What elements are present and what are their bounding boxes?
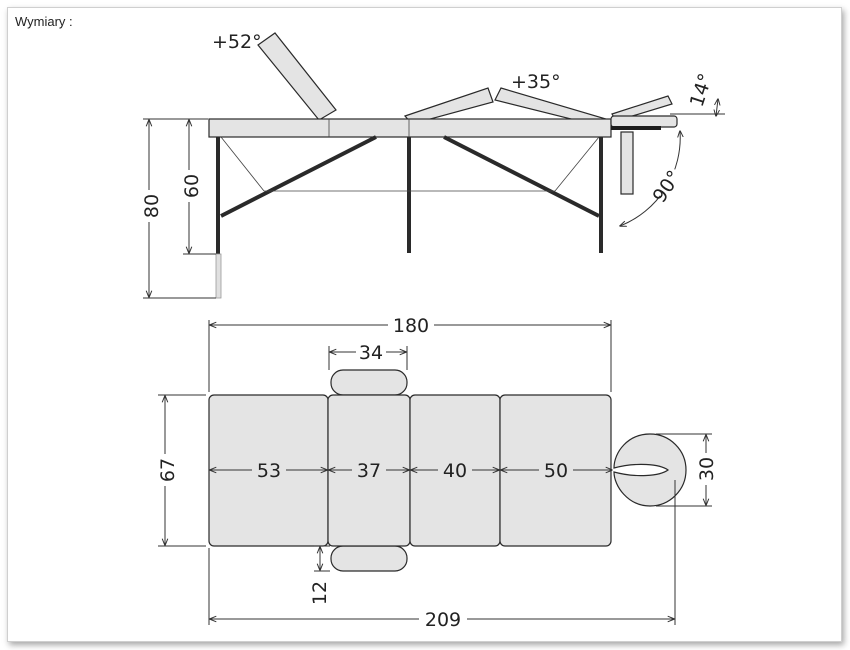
section-2-label: 37: [357, 460, 381, 482]
brace-right: [443, 135, 600, 218]
armrest-top: [330, 369, 408, 396]
section-3-label: 40: [443, 460, 467, 482]
face-cradle: [613, 433, 687, 507]
section-1-label: 53: [257, 460, 281, 482]
height-max-label: 80: [141, 194, 163, 218]
headrest-bar: [611, 126, 661, 130]
backrest-angle-label: +52°: [212, 31, 262, 53]
armrest-gap-label: 12: [309, 581, 331, 605]
headrest-stem: [620, 131, 634, 195]
headrest-arm-angle-label: 90°: [648, 167, 685, 207]
section-4-label: 50: [544, 460, 568, 482]
headrest-tilt-label: 14°: [686, 71, 717, 110]
armrest-bottom: [330, 545, 408, 572]
headrest-width-label: 30: [696, 457, 718, 481]
top-view: 180 34 53 37 40 50 67: [155, 314, 718, 631]
table-length-label: 180: [393, 315, 429, 337]
total-length-label: 209: [425, 609, 461, 631]
width-label: 67: [157, 458, 179, 482]
height-min-label: 60: [181, 174, 203, 198]
leg-section-angle-label: +35°: [511, 71, 561, 93]
armrest-width-label: 34: [359, 342, 383, 364]
leg-extension: [215, 253, 222, 299]
headrest-pad: [610, 115, 678, 128]
side-view: 80 60 +52° +35° 14° 90°: [140, 31, 725, 299]
brace-left: [220, 135, 377, 218]
page-heading: Wymiary :: [15, 14, 73, 29]
backrest-raised: [257, 32, 337, 121]
tabletop: [208, 118, 612, 138]
